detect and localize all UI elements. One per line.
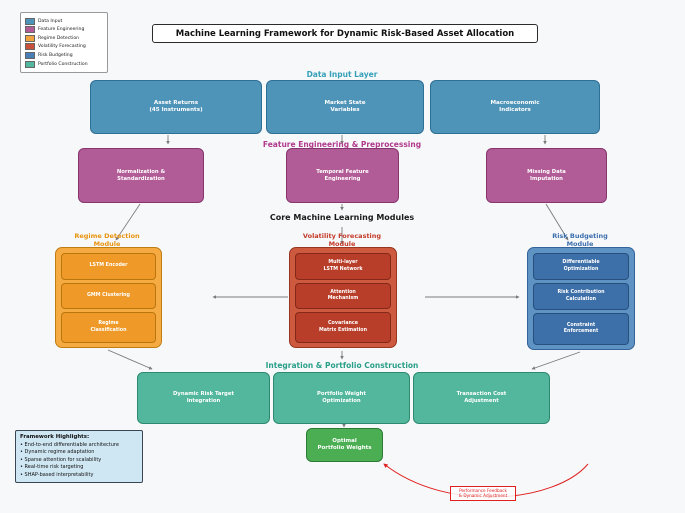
core-modules-header: Core Machine Learning Modules — [269, 213, 415, 222]
highlight-item: • Real-time risk targeting — [20, 464, 84, 470]
diagram-title: Machine Learning Framework for Dynamic R… — [152, 24, 538, 43]
macroeconomic-box: Macroeconomic Indicators — [430, 80, 600, 134]
legend-label: Data Input — [38, 18, 63, 24]
highlights-title: Framework Highlights: — [20, 434, 90, 440]
integration-header: Integration & Portfolio Construction — [265, 361, 419, 370]
framework-highlights-panel: Framework Highlights: • End-to-end diffe… — [15, 430, 143, 483]
highlight-item: • End-to-end differentiable architecture — [20, 441, 119, 448]
regime-module-container: LSTM Encoder GMM Clustering Regime Class… — [55, 247, 162, 348]
arrow-features-to-risk — [545, 203, 569, 241]
risk-contribution-box: Risk Contribution Calculation — [533, 283, 629, 310]
regime-classification-box: Regime Classification — [61, 312, 156, 343]
legend-item-volatility-forecasting: Volatility Forecasting — [25, 43, 103, 51]
differentiable-optimization-box: Differentiable Optimization — [533, 253, 629, 280]
constraint-enforcement-box: Constraint Enforcement — [533, 313, 629, 345]
volatility-module-container: Multi-layer LSTM Network Attention Mecha… — [289, 247, 397, 348]
asset-returns-box: Asset Returns (45 Instruments) — [90, 80, 262, 134]
legend-label: Regime Detection — [38, 35, 80, 41]
legend-swatch-data-input — [25, 17, 35, 25]
legend-swatch-volatility-forecasting — [25, 43, 35, 51]
arrow-regime-to-integration — [107, 349, 153, 370]
arrow-features-to-regime — [115, 203, 141, 241]
legend-label: Portfolio Construction — [38, 61, 88, 67]
gmm-clustering-box: GMM Clustering — [61, 283, 156, 309]
legend-item-data-input: Data Input — [25, 17, 103, 25]
risk-target-integration-box: Dynamic Risk Target Integration — [137, 372, 270, 424]
temporal-feature-box: Temporal Feature Engineering — [286, 148, 399, 203]
optimal-portfolio-weights-box: Optimal Portfolio Weights — [306, 428, 383, 462]
covariance-estimation-box: Covariance Matrix Estimation — [295, 312, 391, 343]
legend-swatch-risk-budgeting — [25, 51, 35, 59]
legend-swatch-feature-engineering — [25, 26, 35, 34]
market-state-box: Market State Variables — [266, 80, 424, 134]
regime-module-header: Regime Detection Module — [74, 232, 140, 248]
risk-module-container: Differentiable Optimization Risk Contrib… — [527, 247, 635, 350]
legend-swatch-regime-detection — [25, 34, 35, 42]
highlight-item: • Sparse attention for scalability — [20, 456, 102, 463]
highlight-item: • SHAP-based interpretability — [20, 471, 94, 478]
risk-module-header: Risk Budgeting Module — [552, 232, 608, 248]
legend-label: Risk Budgeting — [38, 52, 73, 58]
portfolio-weight-optimization-box: Portfolio Weight Optimization — [273, 372, 410, 424]
lstm-encoder-box: LSTM Encoder — [61, 253, 156, 280]
legend-item-regime-detection: Regime Detection — [25, 34, 103, 42]
legend-swatch-portfolio-construction — [25, 60, 35, 68]
feature-engineering-header: Feature Engineering & Preprocessing — [262, 140, 422, 149]
volatility-module-header: Volatility Forecasting Module — [302, 232, 382, 248]
lstm-network-box: Multi-layer LSTM Network — [295, 253, 391, 280]
normalization-box: Normalization & Standardization — [78, 148, 204, 203]
highlight-item: • Dynamic regime adaptation — [20, 449, 95, 455]
transaction-cost-box: Transaction Cost Adjustment — [413, 372, 550, 424]
legend-item-portfolio-construction: Portfolio Construction — [25, 60, 103, 68]
legend-item-risk-budgeting: Risk Budgeting — [25, 51, 103, 59]
legend-item-feature-engineering: Feature Engineering — [25, 26, 103, 34]
legend: Data Input Feature Engineering Regime De… — [20, 12, 108, 74]
attention-mechanism-box: Attention Mechanism — [295, 283, 391, 309]
data-input-layer-header: Data Input Layer — [306, 70, 378, 79]
arrow-risk-to-integration — [531, 351, 581, 370]
performance-feedback-label: Performance Feedback & Dynamic Adjustmen… — [450, 486, 516, 501]
legend-label: Volatility Forecasting — [38, 44, 86, 50]
missing-data-box: Missing Data Imputation — [486, 148, 607, 203]
legend-label: Feature Engineering — [38, 27, 85, 33]
